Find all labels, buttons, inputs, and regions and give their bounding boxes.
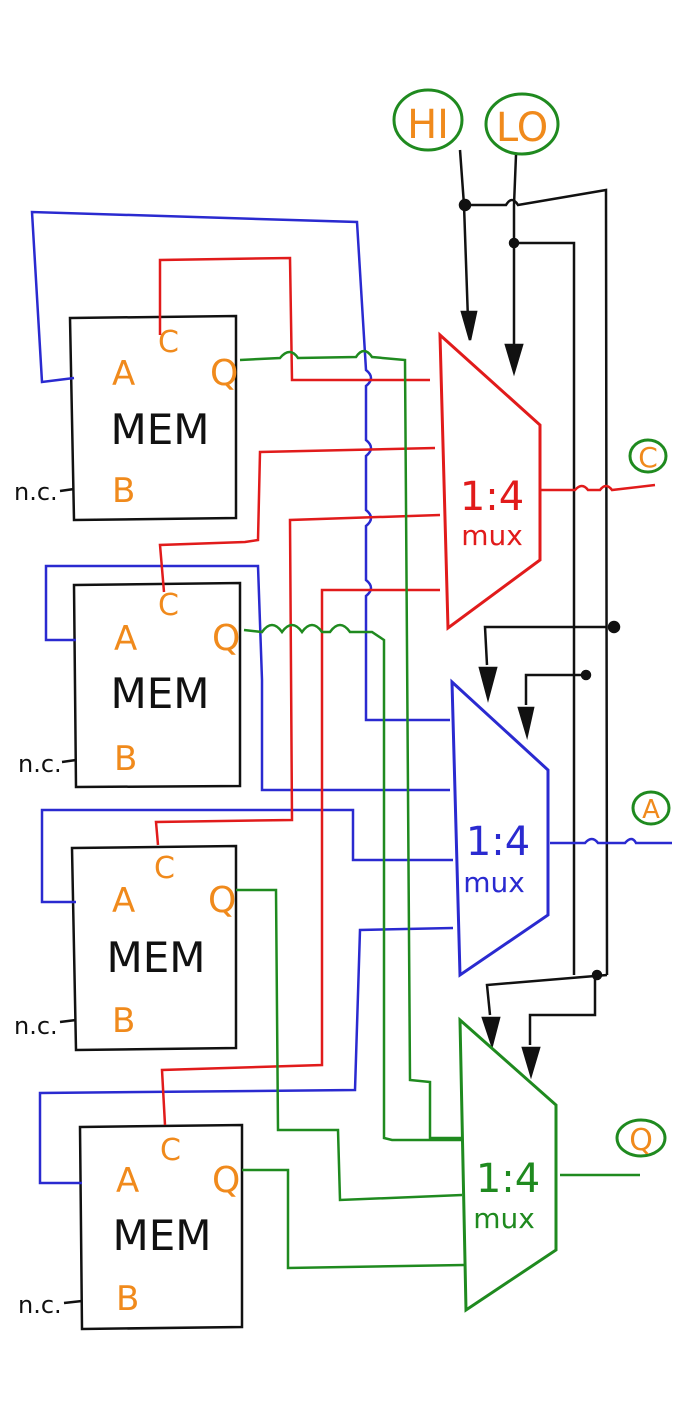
lo-label: LO [496,105,548,151]
memory-title: MEM [110,405,209,454]
port-q-label: Q [212,618,240,659]
port-q-label: Q [212,1160,240,1201]
port-b-label: B [116,1279,139,1319]
port-c-label: C [160,1133,181,1168]
mux-red: 1:4 mux [438,331,542,631]
memory-block-1: A C Q MEM B n.c. [14,314,238,522]
port-a-label: A [112,881,135,921]
hi-label: HI [407,102,449,148]
address-wires-blue [30,210,672,1185]
mux-name: mux [461,519,523,552]
port-c-label: C [158,588,179,623]
nc-label: n.c. [14,1012,58,1040]
output-a-label: A [642,795,660,825]
port-q-label: Q [210,353,238,394]
control-wires-red [154,256,656,1126]
port-b-label: B [114,739,137,779]
memory-title: MEM [112,1211,211,1260]
output-q: Q [615,1118,667,1158]
memory-title: MEM [106,933,205,982]
port-b-label: B [112,1001,135,1041]
mux-ratio: 1:4 [460,474,524,520]
memory-block-2: A C Q MEM B n.c. [18,581,242,789]
mux-name: mux [473,1202,535,1235]
memory-block-4: A C Q MEM B n.c. [18,1123,244,1331]
nc-label: n.c. [14,478,58,506]
mux-ratio: 1:4 [476,1156,540,1202]
select-wires [458,149,621,1080]
mux-blue: 1:4 mux [450,678,550,978]
output-q-label: Q [629,1123,653,1158]
data-wires-green [236,349,640,1270]
port-c-label: C [158,325,179,360]
mux-ratio: 1:4 [466,819,530,865]
mux-name: mux [463,866,525,899]
port-a-label: A [116,1161,139,1201]
lo-input: LO [484,92,560,156]
memory-block-3: A C Q MEM B n.c. [14,844,238,1052]
output-c-label: C [638,441,658,474]
hi-input: HI [392,88,464,152]
port-q-label: Q [208,880,236,921]
output-a: A [631,790,671,826]
port-a-label: A [112,354,135,394]
nc-label: n.c. [18,1291,62,1319]
output-c: C [628,438,668,474]
port-b-label: B [112,471,135,511]
nc-label: n.c. [18,750,62,778]
memory-title: MEM [110,669,209,718]
port-c-label: C [154,851,175,886]
mux-green: 1:4 mux [458,1016,558,1313]
port-a-label: A [114,619,137,659]
